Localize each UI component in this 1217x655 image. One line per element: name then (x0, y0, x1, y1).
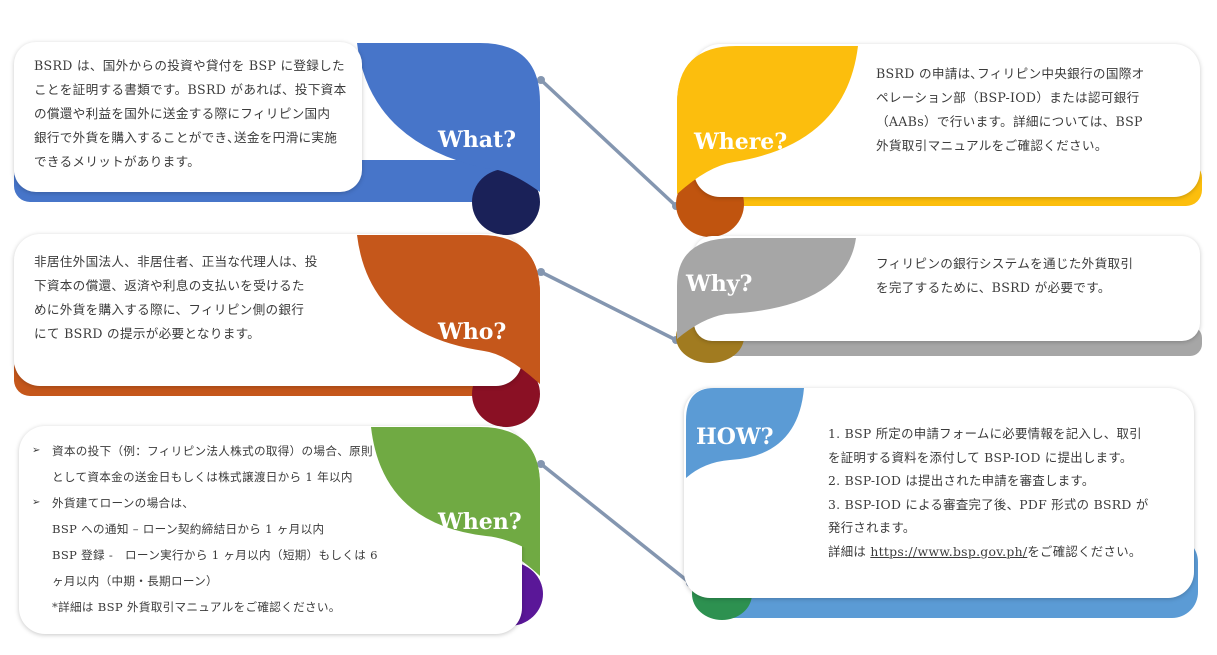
who-text: 非居住外国法人、非居住者、正当な代理人は、投下資本の償還、返済や利息の支払いを受… (34, 254, 318, 341)
what-text: BSRD は、国外からの投資や貸付を BSP に登録したことを証明する書類です。… (34, 58, 347, 169)
when-text: ➢資本の投下（例：フィリピン法人株式の取得）の場合、原則 として資本金の送金日も… (32, 444, 378, 614)
how-panel: HOW? 1. BSP 所定の申請フォームに必要情報を記入し、取引を証明する資料… (684, 386, 1202, 622)
why-label: Why? (686, 271, 753, 297)
bsp-website-link[interactable]: https://www.bsp.gov.ph/ (870, 543, 1028, 559)
when-panel: ➢資本の投下（例：フィリピン法人株式の取得）の場合、原則 として資本金の送金日も… (14, 426, 544, 640)
who-panel: 非居住外国法人、非居住者、正当な代理人は、投下資本の償還、返済や利息の支払いを受… (14, 234, 544, 429)
where-panel: BSRD の申請は､フィリピン中央銀行の国際オペレーション部（BSP-IOD）ま… (674, 44, 1204, 240)
connector-who-why (537, 268, 680, 344)
how-label: HOW? (696, 424, 774, 450)
when-label: When? (438, 509, 522, 535)
who-label: Who? (438, 319, 507, 345)
what-label: What? (438, 127, 517, 153)
connector-when-how (537, 460, 694, 587)
where-text: BSRD の申請は､フィリピン中央銀行の国際オペレーション部（BSP-IOD）ま… (876, 66, 1145, 153)
what-panel: BSRD は、国外からの投資や貸付を BSP に登録したことを証明する書類です。… (14, 42, 544, 237)
how-text: 1. BSP 所定の申請フォームに必要情報を記入し、取引を証明する資料を添付して… (828, 426, 1149, 559)
connector-what-where (537, 76, 680, 210)
where-label: Where? (694, 129, 788, 155)
why-text: フィリピンの銀行システムを通じた外貨取引を完了するために、BSRD が必要です。 (876, 256, 1134, 295)
why-panel: フィリピンの銀行システムを通じた外貨取引を完了するために、BSRD が必要です。… (674, 236, 1204, 366)
